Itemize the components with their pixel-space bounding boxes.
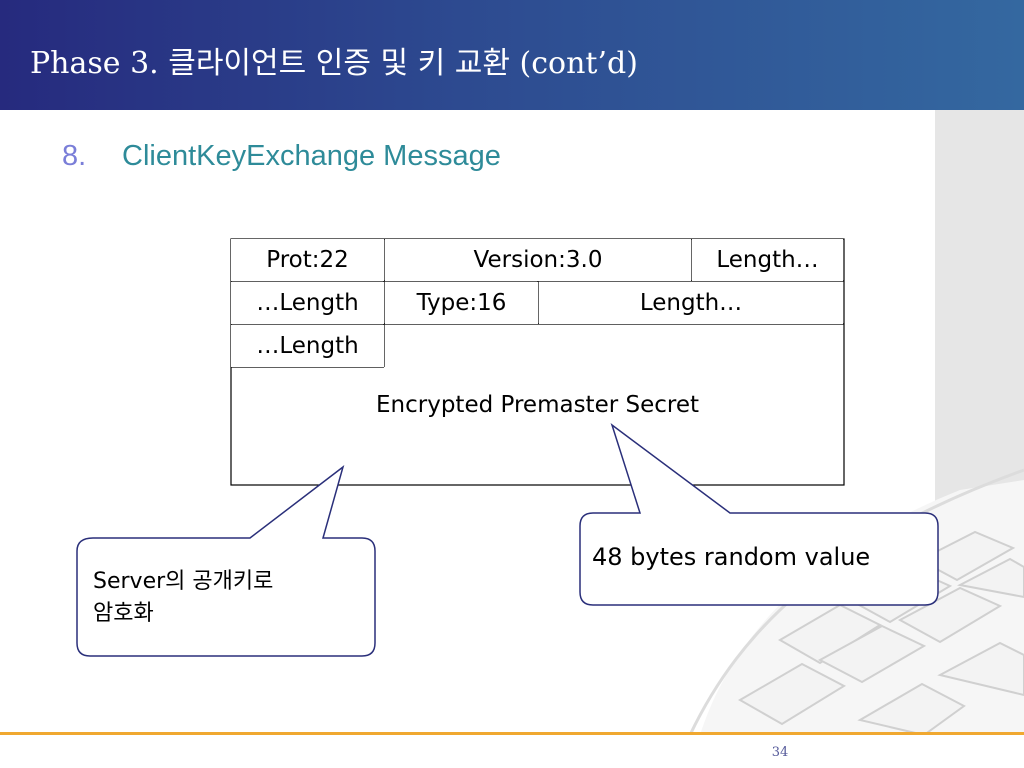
field-version: Version:3.0 — [385, 239, 691, 281]
callout-left-text: Server의 공개키로 암호화 — [93, 566, 363, 630]
footer-divider — [0, 732, 1024, 735]
field-handshake-length-end: …Length — [231, 325, 384, 367]
field-handshake-length-start: Length… — [539, 282, 843, 324]
field-handshake-type: Type:16 — [385, 282, 538, 324]
callout-left-bubble — [76, 465, 376, 657]
field-length-start: Length… — [692, 239, 843, 281]
callout-left-line1: Server의 공개키로 — [93, 569, 274, 594]
item-number: 8. — [62, 140, 87, 172]
field-protocol: Prot:22 — [231, 239, 384, 281]
item-title: ClientKeyExchange Message — [122, 140, 501, 172]
callout-left-line2: 암호화 — [93, 601, 154, 626]
callout-right-bubble — [579, 423, 939, 606]
section-heading: 8. ClientKeyExchange Message — [62, 140, 501, 173]
callout-right-text: 48 bytes random value — [592, 543, 871, 571]
slide-title: Phase 3. 클라이언트 인증 및 키 교환 (cont’d) — [30, 46, 638, 81]
page-number: 34 — [771, 745, 789, 760]
payload-label: Encrypted Premaster Secret — [376, 392, 699, 418]
title-bar: Phase 3. 클라이언트 인증 및 키 교환 (cont’d) — [0, 0, 1024, 110]
field-length-end: …Length — [231, 282, 384, 324]
